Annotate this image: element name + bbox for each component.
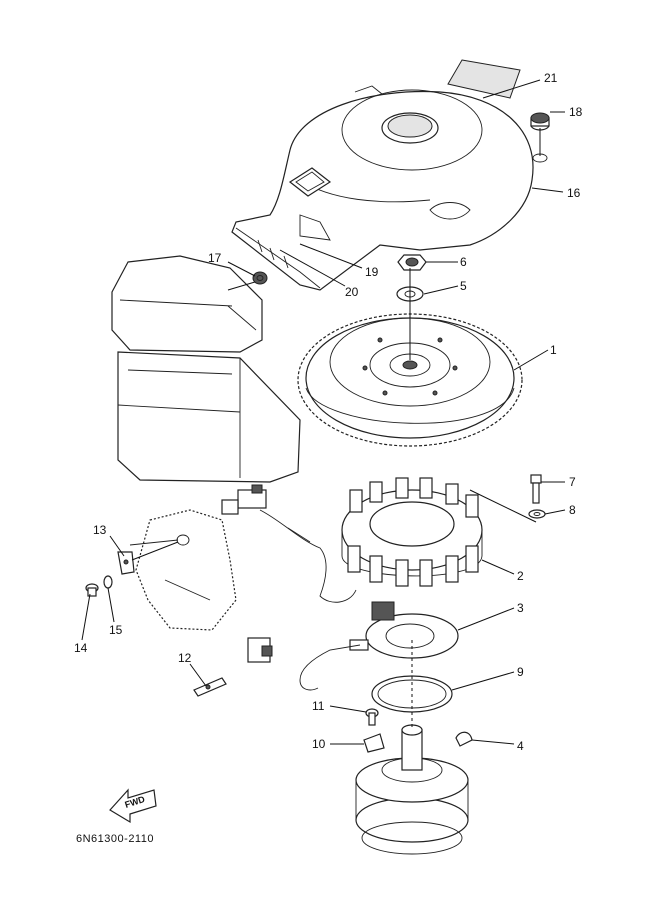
part-1-flywheel [297,313,523,447]
callout-9: 9 [517,665,524,679]
callout-19: 19 [365,265,379,279]
callout-3: 3 [517,601,524,615]
callout-15: 15 [109,623,123,637]
part-3-pulser-coil [247,601,459,691]
callout-8: 8 [569,503,576,517]
callout-7: 7 [569,475,576,489]
callout-1: 1 [550,343,557,357]
part-15-washer [103,575,113,589]
fwd-direction-arrow: FWD [109,788,157,824]
callout-14: 14 [74,641,88,655]
part-2-stator [341,477,483,587]
callout-5: 5 [460,279,467,293]
part-21-label-plate [447,59,521,99]
part-11-screw [365,708,379,726]
crankshaft-housing [355,724,469,855]
part-8-washer [528,509,546,519]
stator-wire-harness [221,484,357,603]
callout-labels: 21 18 16 17 19 20 6 5 1 7 8 2 3 9 11 10 … [74,71,583,753]
part-7-bolt [530,474,542,504]
callout-21: 21 [544,71,558,85]
callout-18: 18 [569,105,583,119]
callout-17: 17 [208,251,222,265]
part-13-bracket [117,551,135,575]
diagram-code: 6N61300-2110 [76,833,154,845]
part-4-key [455,731,473,747]
part-12-clamp [193,677,227,697]
callout-11: 11 [312,699,325,713]
callout-12: 12 [178,651,192,665]
callout-16: 16 [567,186,581,200]
callout-20: 20 [345,285,359,299]
leader-lines [81,79,566,745]
part-17-grommet [252,271,268,285]
callout-13: 13 [93,523,107,537]
callout-6: 6 [460,255,467,269]
callout-10: 10 [312,737,326,751]
callout-2: 2 [517,569,524,583]
part-16-flywheel-cover [231,85,534,291]
part-10-retainer [363,733,385,753]
part-14-screw [85,583,99,597]
callout-4: 4 [517,739,524,753]
rectifier-regulator-unit [111,255,301,483]
part-6-nut [397,254,427,271]
engine-block-fragment [129,509,237,631]
